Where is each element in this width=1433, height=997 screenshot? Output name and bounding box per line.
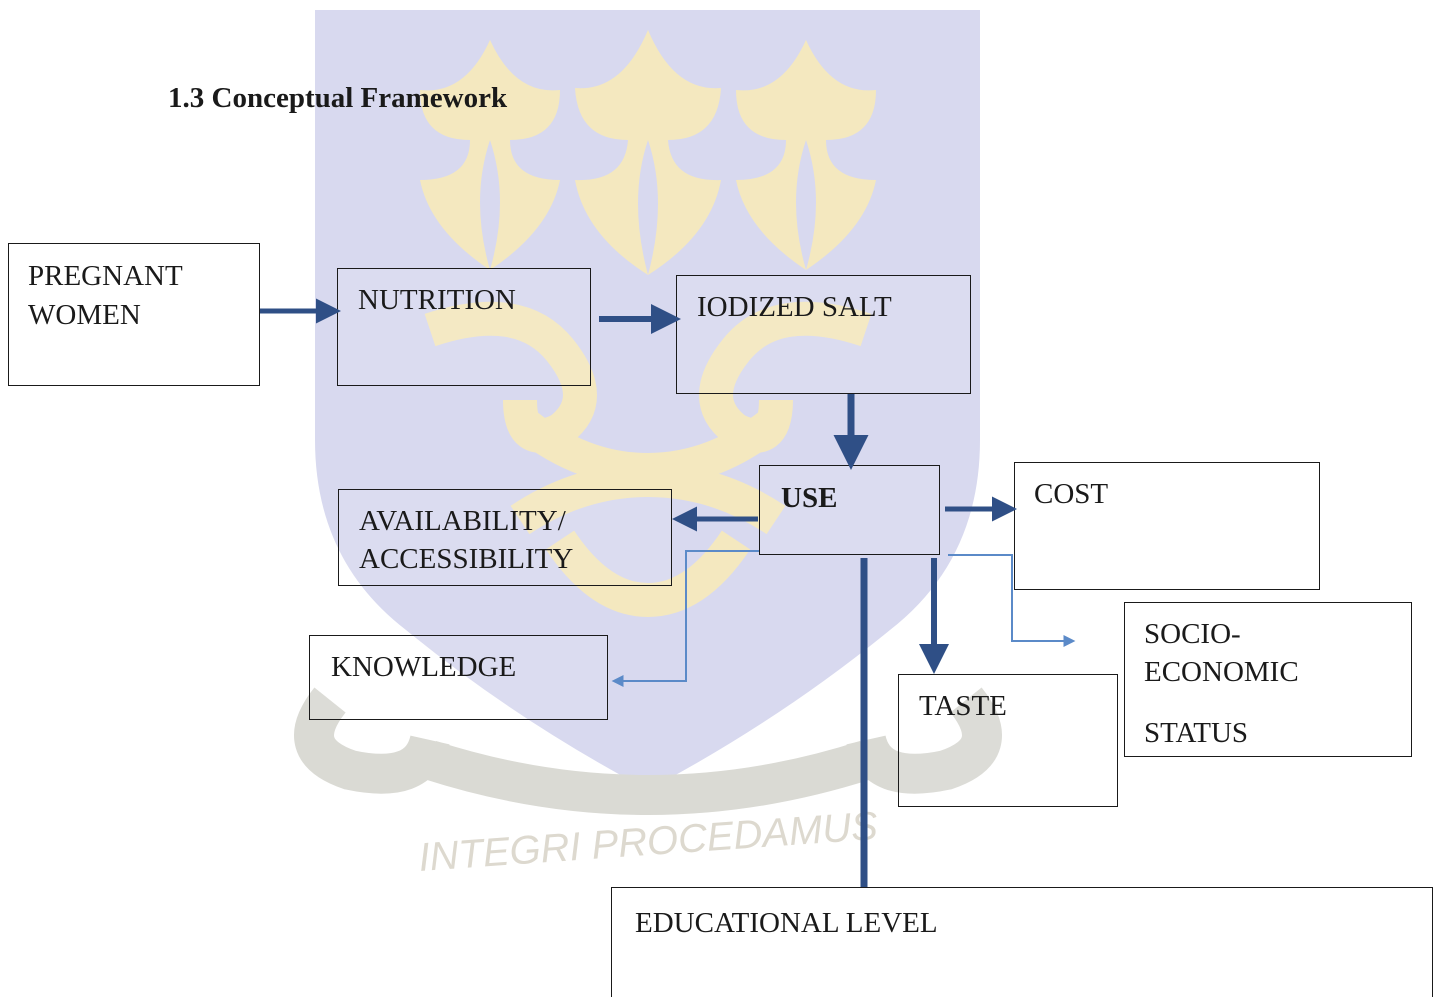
crest-shield [315, 10, 980, 790]
crest-leaves [420, 30, 876, 275]
box-cost: COST [1014, 462, 1320, 590]
section-heading: 1.3 Conceptual Framework [168, 82, 508, 114]
box-socio-economic: SOCIO- ECONOMIC STATUS [1124, 602, 1412, 757]
label-educational-level: EDUCATIONAL LEVEL [635, 907, 938, 939]
box-availability: AVAILABILITY/ ACCESSIBILITY [338, 489, 672, 586]
label-socio-line2: ECONOMIC [1144, 656, 1299, 688]
label-availability-line2: ACCESSIBILITY [359, 543, 574, 575]
box-use: USE [759, 465, 940, 555]
box-iodized-salt: IODIZED SALT [676, 275, 971, 394]
box-nutrition: NUTRITION [337, 268, 591, 386]
label-socio-line1: SOCIO- [1144, 618, 1241, 650]
crest-scroll [294, 687, 1002, 815]
label-pregnant-line2: WOMEN [28, 299, 141, 331]
label-cost: COST [1034, 478, 1109, 510]
label-knowledge: KNOWLEDGE [331, 651, 517, 683]
label-socio-line3: STATUS [1144, 717, 1249, 749]
label-taste: TASTE [919, 690, 1007, 722]
box-knowledge: KNOWLEDGE [309, 635, 608, 720]
box-educational-level: EDUCATIONAL LEVEL [611, 887, 1433, 997]
label-nutrition: NUTRITION [358, 284, 516, 316]
box-pregnant-women: PREGNANT WOMEN [8, 243, 260, 386]
crest-motto: INTEGRI PROCEDAMUS [417, 804, 879, 880]
crest-knot [424, 301, 872, 618]
label-iodized-salt: IODIZED SALT [697, 291, 892, 323]
label-use: USE [781, 482, 838, 514]
label-pregnant-line1: PREGNANT [28, 260, 183, 292]
label-availability-line1: AVAILABILITY/ [359, 505, 566, 537]
box-taste: TASTE [898, 674, 1118, 807]
